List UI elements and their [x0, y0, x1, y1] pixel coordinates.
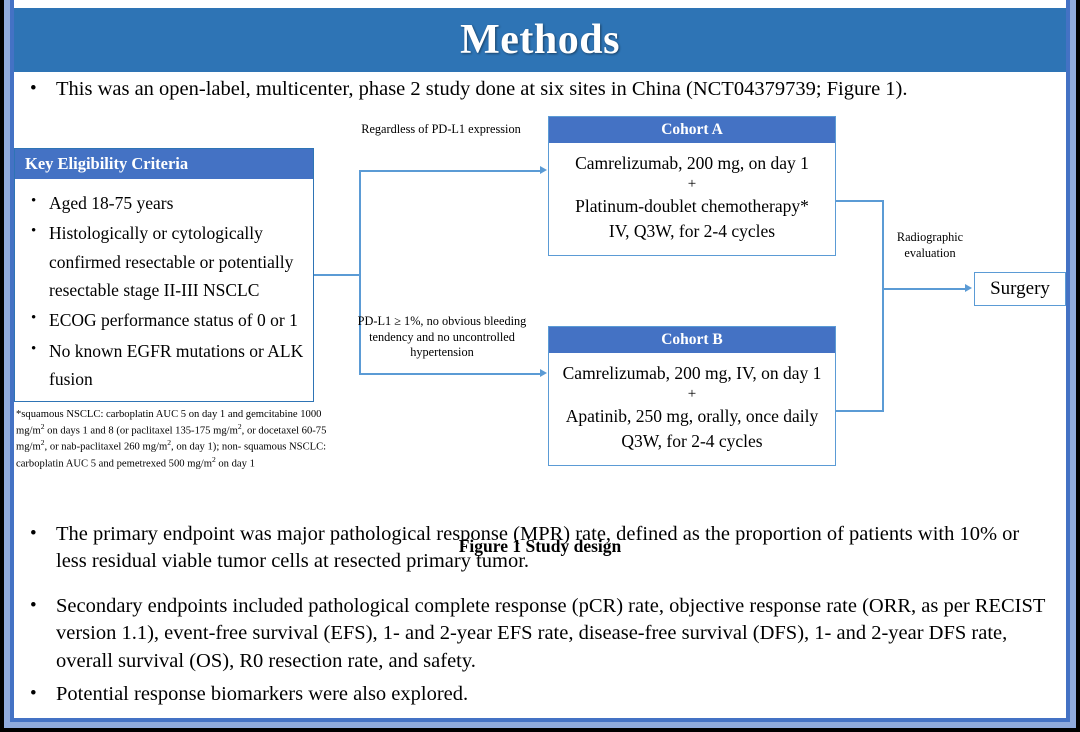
eligibility-list: Aged 18-75 years Histologically or cytol… [15, 179, 313, 393]
cohort-a-line-1: Camrelizumab, 200 mg, on day 1 [575, 153, 809, 173]
footnote-line-2-c: , or nab-paclitaxel 260 mg/m [44, 442, 168, 453]
footnote-line-1-b: on days 1 and 8 (or [44, 425, 129, 437]
primary-endpoint-text: The primary endpoint was major pathologi… [56, 523, 1020, 573]
list-item: No known EGFR mutations or ALK fusion [25, 337, 305, 394]
connector-to-surgery [882, 288, 966, 290]
slide-content: • This was an open-label, multicenter, p… [14, 72, 1066, 718]
footnote-sup: 2 [237, 421, 242, 431]
footnote-line-3-b: on day 1 [215, 458, 255, 470]
connector-trunk-upper [359, 170, 361, 276]
cohort-b-plus: + [687, 386, 697, 403]
connector-merge-trunk [882, 200, 884, 411]
biomarker-bullet: • Potential response biomarkers were als… [30, 681, 1048, 708]
biomarker-text: Potential response biomarkers were also … [56, 683, 469, 705]
bullet-marker: • [30, 595, 37, 616]
footnote-line-3-a: squamous NSCLC: carboplatin AUC 5 and pe… [16, 442, 327, 470]
intro-bullet-text: This was an open-label, multicenter, pha… [56, 78, 908, 100]
page-title: Methods [460, 17, 620, 63]
footnote-line-1-a: *squamous NSCLC: carboplatin AUC 5 on da… [16, 409, 322, 437]
title-banner: Methods [14, 8, 1066, 72]
cohort-b-line-3: Q3W, for 2-4 cycles [621, 431, 763, 451]
cohort-a-body: Camrelizumab, 200 mg, on day 1 + Platinu… [549, 143, 835, 244]
intro-bullet: • This was an open-label, multicenter, p… [30, 76, 1050, 103]
chemotherapy-footnote: *squamous NSCLC: carboplatin AUC 5 on da… [16, 408, 346, 471]
cohort-a-header: Cohort A [549, 117, 835, 143]
footnote-sup: 2 [40, 421, 45, 431]
footnote-sup: 2 [40, 438, 45, 448]
annotation-regardless-pdl1: Regardless of PD-L1 expression [361, 122, 521, 136]
connector-stem [314, 274, 360, 276]
primary-endpoint-bullet: • The primary endpoint was major patholo… [30, 521, 1044, 576]
connector-to-cohort-a [359, 170, 541, 172]
eligibility-header: Key Eligibility Criteria [15, 149, 313, 179]
connector-from-cohort-a [836, 200, 884, 202]
cohort-b-body: Camrelizumab, 200 mg, IV, on day 1 + Apa… [549, 353, 835, 454]
list-item: ECOG performance status of 0 or 1 [25, 306, 305, 334]
footnote-sup: 2 [211, 454, 216, 464]
surgery-box: Surgery [974, 272, 1066, 306]
secondary-endpoints-bullet: • Secondary endpoints included pathologi… [30, 593, 1048, 675]
cohort-b-line-2: Apatinib, 250 mg, orally, once daily [565, 405, 819, 426]
connector-to-cohort-b [359, 373, 541, 375]
figure-caption: Figure 1 Study design [458, 536, 622, 556]
cohort-a-line-3: IV, Q3W, for 2-4 cycles [608, 221, 776, 241]
cohort-a-line-2: Platinum-doublet chemotherapy* [575, 195, 809, 216]
list-item: Histologically or cytologically confirme… [25, 219, 305, 304]
cohort-b-line-1: Camrelizumab, 200 mg, IV, on day 1 [562, 363, 822, 383]
list-item: Aged 18-75 years [25, 189, 305, 217]
footnote-sup: 2 [167, 438, 172, 448]
arrow-to-cohort-b-icon [540, 369, 547, 377]
bullet-marker: • [30, 683, 37, 704]
arrow-to-surgery-icon [965, 284, 972, 292]
footnote-line-2-a: paclitaxel 135-175 mg/m [131, 425, 238, 437]
cohort-b-header: Cohort B [549, 327, 835, 353]
connector-from-cohort-b [836, 410, 884, 412]
bullet-marker: • [30, 78, 37, 99]
study-design-figure: Key Eligibility Criteria Aged 18-75 year… [14, 116, 1066, 556]
cohort-b-box: Cohort B Camrelizumab, 200 mg, IV, on da… [548, 326, 836, 466]
cohort-a-plus: + [687, 176, 697, 193]
annotation-pdl1-threshold: PD-L1 ≥ 1%, no obvious bleeding tendency… [357, 314, 527, 360]
secondary-endpoints-text: Secondary endpoints included pathologica… [56, 595, 1046, 672]
connector-trunk-lower [359, 274, 361, 374]
annotation-radiographic-evaluation: Radiographic evaluation [896, 230, 964, 260]
eligibility-criteria-box: Key Eligibility Criteria Aged 18-75 year… [14, 148, 314, 402]
cohort-a-box: Cohort A Camrelizumab, 200 mg, on day 1 … [548, 116, 836, 256]
surgery-label: Surgery [990, 278, 1050, 299]
arrow-to-cohort-a-icon [540, 166, 547, 174]
footnote-line-2-d: , on day 1); non- [171, 442, 242, 453]
bullet-marker: • [30, 523, 37, 544]
footnote-line-2-b: , or docetaxel 60-75 mg/m [16, 425, 327, 454]
